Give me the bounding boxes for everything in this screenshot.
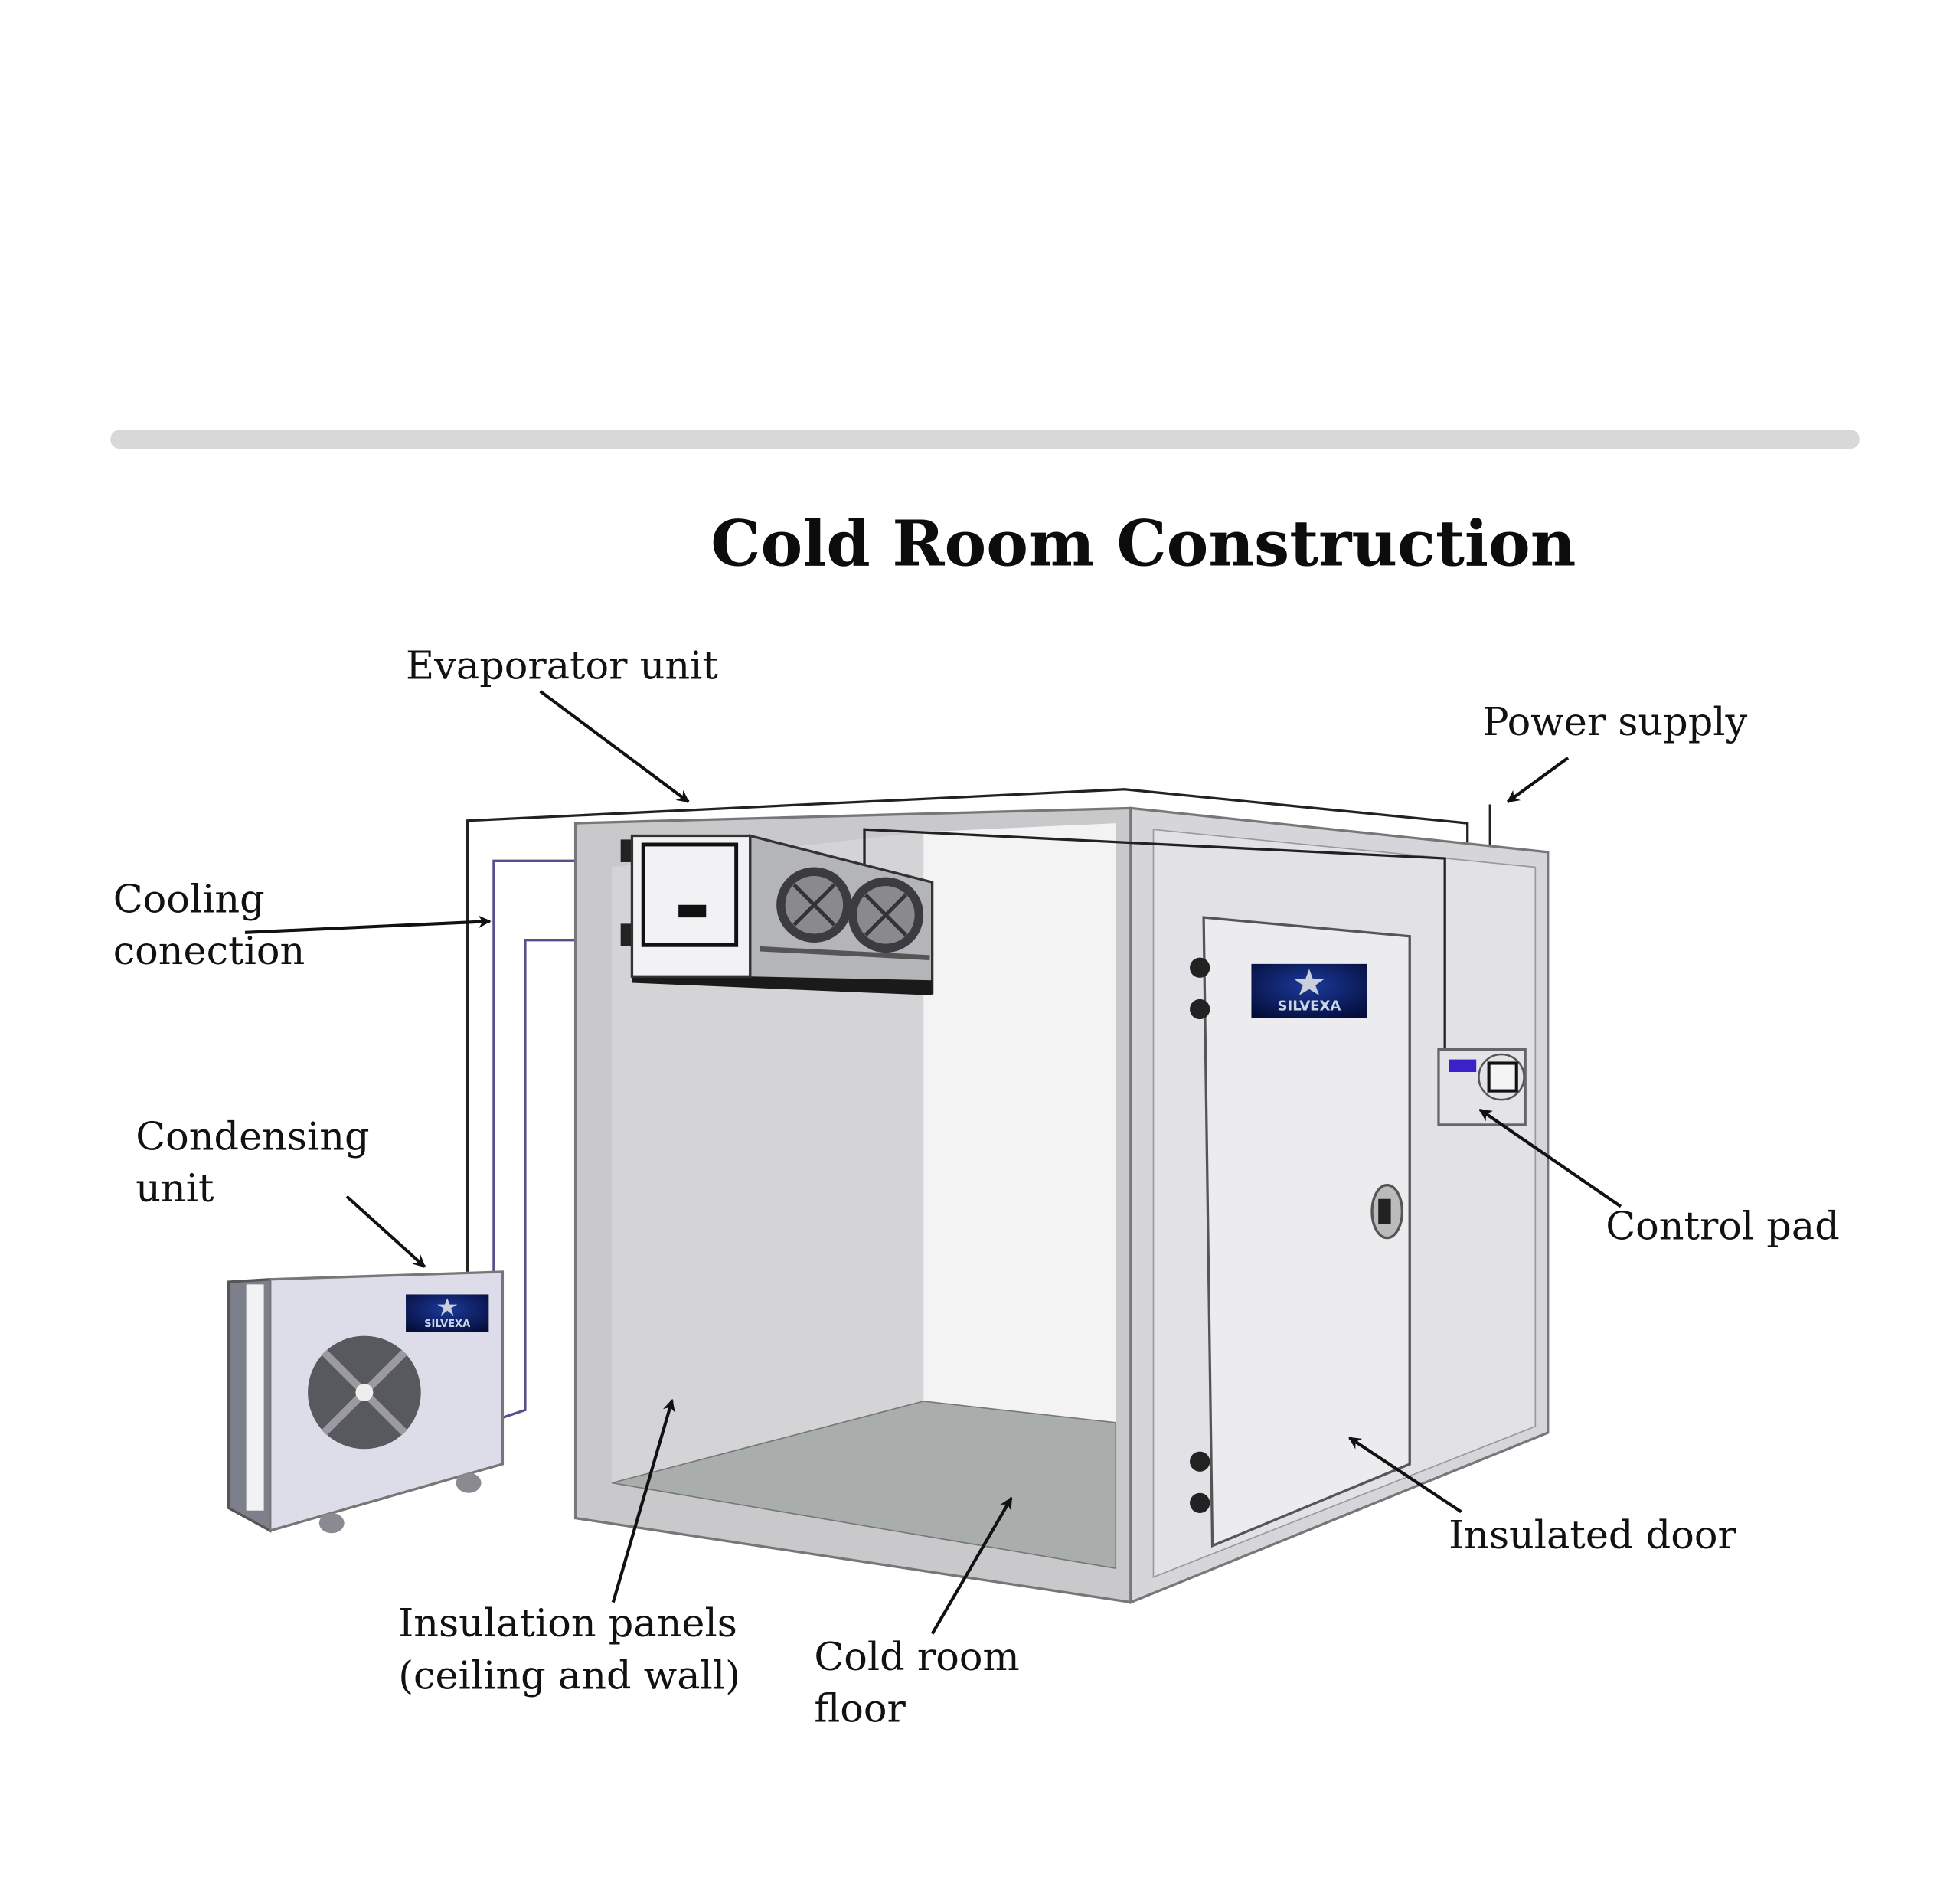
brand-logo-condenser: SILVEXA [406, 1294, 489, 1332]
condensing-unit: SILVEXA [227, 1270, 505, 1534]
label-cold-room-floor: floor [814, 1685, 906, 1731]
label-cooling-connection: conection [113, 928, 305, 973]
fan-icon [308, 1335, 421, 1450]
svg-text:SILVEXA: SILVEXA [424, 1319, 471, 1330]
callout-arrows [244, 690, 1622, 1635]
label-insulation-panels: Insulation panels [398, 1600, 737, 1646]
label-evaporator-unit: Evaporator unit [406, 642, 718, 688]
control-pad [1437, 1048, 1527, 1126]
label-control-pad: Control pad [1606, 1203, 1840, 1248]
insulation-wall-left [612, 832, 924, 1483]
hinge-icon [1190, 1451, 1210, 1472]
label-condensing-unit: unit [136, 1165, 214, 1211]
star-icon [437, 1298, 458, 1316]
star-icon [1294, 969, 1325, 995]
cold-room-floor [611, 1401, 1117, 1570]
label-insulated-door: Insulated door [1449, 1512, 1736, 1557]
hinge-icon [1190, 1492, 1210, 1513]
brand-logo-door: SILVEXA [1251, 963, 1367, 1018]
evaporator-unit [620, 834, 934, 995]
label-cold-room-floor: Cold room [814, 1634, 1019, 1679]
insulated-door: SILVEXA [1190, 916, 1411, 1548]
hinge-icon [1190, 999, 1210, 1020]
label-insulation-panels: (ceiling and wall) [398, 1653, 740, 1698]
label-cooling-connection: Cooling [113, 877, 265, 922]
diagram-title: Cold Room Construction [710, 508, 1576, 581]
label-condensing-unit: Condensing [136, 1114, 369, 1159]
control-button [1487, 1061, 1518, 1093]
hinge-icon [1190, 957, 1210, 978]
back-wall [923, 823, 1116, 1423]
fan-icon [848, 877, 924, 953]
control-display [1449, 1059, 1477, 1072]
label-power-supply: Power supply [1482, 699, 1747, 744]
top-divider-bar [110, 430, 1860, 449]
fan-icon [776, 867, 852, 943]
svg-text:SILVEXA: SILVEXA [1277, 999, 1341, 1015]
